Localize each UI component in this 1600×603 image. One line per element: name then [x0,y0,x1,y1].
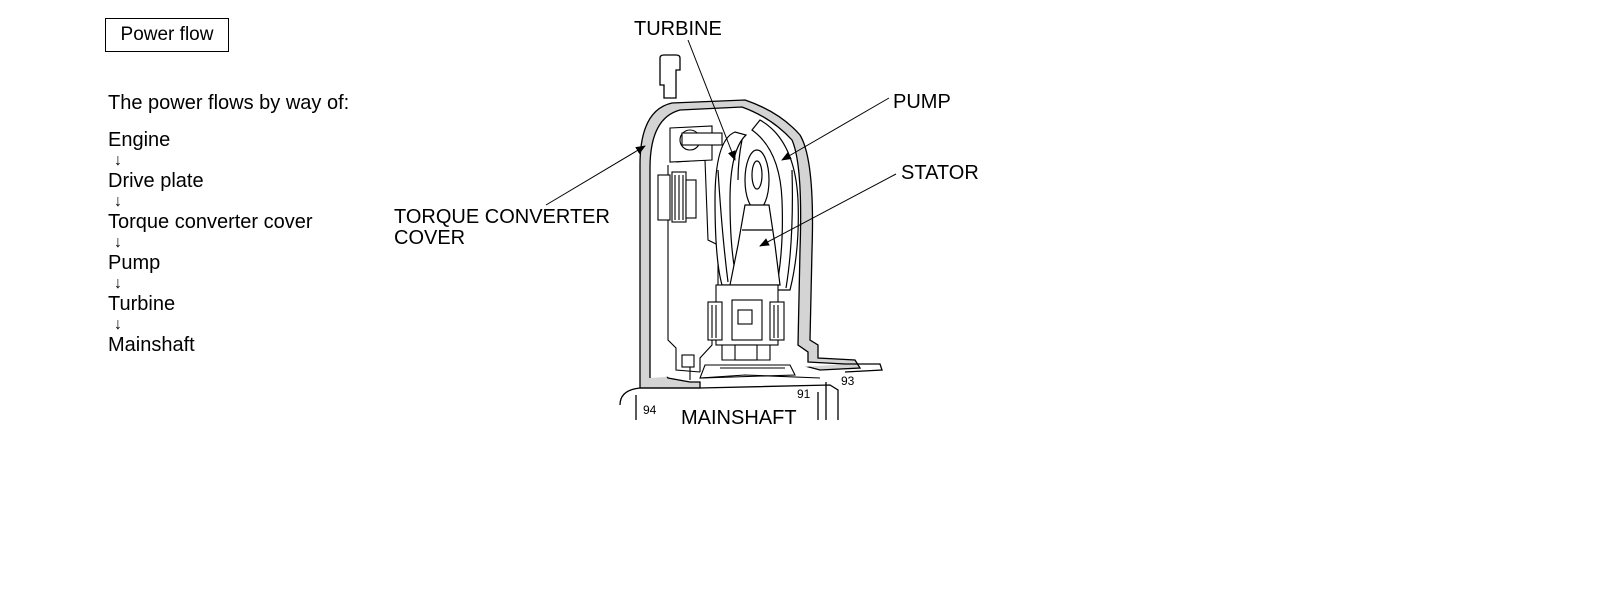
flow-step-torque-converter-cover: Torque converter cover [108,211,313,233]
cover-pointer [545,145,646,206]
flow-step-pump: Pump [108,252,161,274]
down-arrow-icon: ↓ [114,234,122,251]
label-pointers [545,39,897,247]
pump-pointer [781,97,890,161]
stator-label: STATOR [901,162,979,184]
stator-element [729,149,781,286]
flow-step-drive-plate: Drive plate [108,170,204,192]
mainshaft-label: MAINSHAFT [681,407,797,429]
section-title: Power flow [105,18,229,52]
down-arrow-icon: ↓ [114,193,122,210]
power-flow-list: Engine ↓ Drive plate ↓ Torque converter … [108,129,368,357]
flow-step-engine: Engine [108,129,171,151]
stator-pointer [759,173,897,247]
flow-step-mainshaft: Mainshaft [108,334,195,356]
stator-hub-assembly [699,284,821,379]
ref-number-94: 94 [643,403,657,417]
ref-number-93: 93 [841,374,855,388]
torque-converter-cover-label-line2: COVER [394,227,465,249]
turbine-label: TURBINE [634,18,722,40]
pump-label: PUMP [893,91,951,113]
lockup-clutch [657,125,723,380]
down-arrow-icon: ↓ [114,152,122,169]
down-arrow-icon: ↓ [114,316,122,333]
turbine-pointer [687,39,736,161]
intro-text: The power flows by way of: [108,92,350,114]
torque-converter-cover-label-line1: TORQUE CONVERTER [394,206,610,228]
section-title-text: Power flow [120,24,214,45]
down-arrow-icon: ↓ [114,275,122,292]
ref-number-91: 91 [797,387,811,401]
flow-step-turbine: Turbine [108,293,176,315]
